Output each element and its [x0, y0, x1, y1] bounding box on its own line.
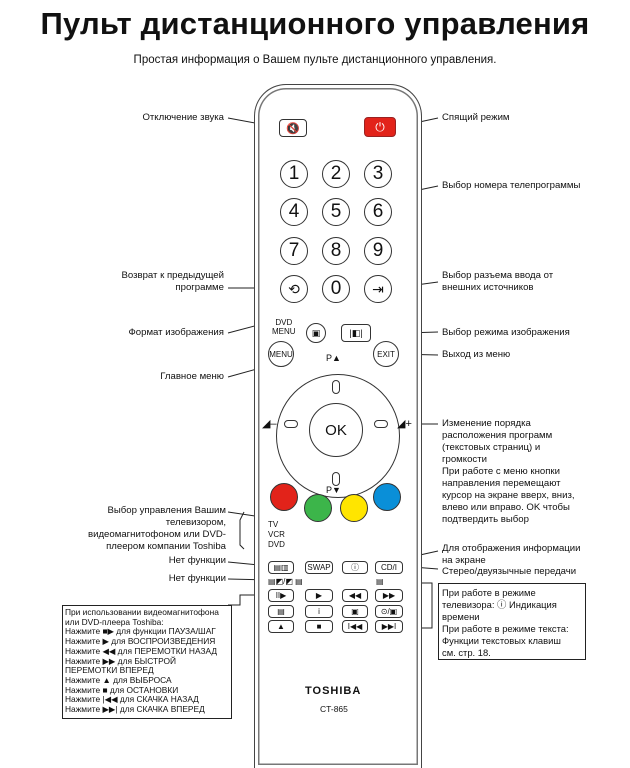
- number-8-button[interactable]: 8: [322, 237, 350, 265]
- input-icon: ⇥: [372, 280, 384, 297]
- model-label: CT-865: [320, 704, 348, 714]
- text-size-icon: ▣: [351, 607, 359, 616]
- label-navigation: Изменение порядка расположения программ …: [442, 418, 575, 525]
- stereo-button[interactable]: CD/I: [375, 561, 403, 574]
- page-subtitle: Простая информация о Вашем пульте дистан…: [133, 54, 497, 66]
- text-icons-row: ▤◩/◩ ▤: [268, 577, 303, 586]
- label-picture-format: Формат изображения: [128, 327, 224, 338]
- label-stereo: Стерео/двуязычные передачи: [442, 566, 577, 577]
- vcr-note: При использовании видеомагнитофона или D…: [65, 607, 219, 715]
- return-icon: ⟲: [288, 280, 300, 297]
- dvd-mode-label[interactable]: DVD: [268, 540, 285, 549]
- ok-button[interactable]: OK: [309, 403, 363, 457]
- label-channel-select: Выбор номера телепрограммы: [442, 180, 581, 191]
- mute-button[interactable]: 🔇: [279, 119, 307, 137]
- swap-button[interactable]: SWAP: [305, 561, 333, 574]
- rewind-icon: ◀◀: [348, 591, 362, 600]
- fast-forward-icon: ▶▶: [382, 591, 396, 600]
- label-no-function-1: Нет функции: [168, 555, 226, 566]
- stop-button[interactable]: ■: [305, 620, 333, 633]
- label-sleep: Спящий режим: [442, 112, 510, 123]
- left-arrow-button[interactable]: [284, 420, 298, 428]
- text-hold-icon: ▤: [277, 607, 285, 616]
- play-icon: ▶: [315, 591, 323, 600]
- pause-step-icon: II▶: [275, 591, 287, 600]
- tv-mode-label[interactable]: TV: [268, 520, 279, 529]
- blue-button[interactable]: [373, 483, 401, 511]
- number-9-button[interactable]: 9: [364, 237, 392, 265]
- picture-mode-icon: |◧|: [349, 327, 363, 338]
- text-mode-button[interactable]: ▤▥: [268, 561, 294, 574]
- text-reveal-icon: ▤: [376, 577, 384, 586]
- return-button[interactable]: ⟲: [280, 275, 308, 303]
- text-size-button[interactable]: ▣: [342, 605, 368, 618]
- input-select-button[interactable]: ⇥: [364, 275, 392, 303]
- up-arrow-button[interactable]: [332, 380, 340, 394]
- down-arrow-button[interactable]: [332, 472, 340, 486]
- number-5-button[interactable]: 5: [322, 198, 350, 226]
- vcr-note-box: При использовании видеомагнитофона или D…: [62, 605, 232, 719]
- tv-mode-note-box: При работе в режиме телевизора: ⓘ Индика…: [438, 583, 586, 660]
- number-7-button[interactable]: 7: [280, 237, 308, 265]
- clock-icon: ⊙/▣: [380, 607, 398, 616]
- skip-back-button[interactable]: I◀◀: [342, 620, 368, 633]
- skip-back-icon: I◀◀: [347, 622, 363, 631]
- p-down-label: P▼: [326, 485, 341, 495]
- fast-forward-button[interactable]: ▶▶: [375, 589, 403, 602]
- stop-icon: ■: [316, 622, 322, 631]
- page-title: Пульт дистанционного управления: [40, 6, 590, 41]
- volume-up-icon: ◢+: [397, 418, 412, 430]
- number-2-button[interactable]: 2: [322, 160, 350, 188]
- play-button[interactable]: ▶: [305, 589, 333, 602]
- label-picture-mode: Выбор режима изображения: [442, 327, 570, 338]
- pause-step-button[interactable]: II▶: [268, 589, 294, 602]
- number-4-button[interactable]: 4: [280, 198, 308, 226]
- menu-button[interactable]: MENU: [268, 341, 294, 367]
- skip-forward-button[interactable]: ▶▶I: [375, 620, 403, 633]
- power-icon: ⏻: [375, 119, 385, 134]
- sleep-button[interactable]: ⏻: [364, 117, 396, 137]
- number-6-button[interactable]: 6: [364, 198, 392, 226]
- clock-button[interactable]: ⊙/▣: [375, 605, 403, 618]
- volume-down-icon: ◢–: [262, 418, 277, 430]
- p-up-label: P▲: [326, 353, 341, 363]
- tv-mode-note: При работе в режиме телевизора: ⓘ Индика…: [442, 587, 569, 658]
- mute-icon: 🔇: [286, 122, 300, 135]
- number-1-button[interactable]: 1: [280, 160, 308, 188]
- label-info-display: Для отображения информации на экране: [442, 543, 581, 566]
- label-no-function-2: Нет функции: [168, 573, 226, 584]
- label-device-select: Выбор управления Вашим телевизором, виде…: [88, 505, 226, 552]
- info-icon: ⓘ: [351, 563, 359, 572]
- label-input-select: Выбор разъема ввода от внешних источнико…: [442, 270, 554, 293]
- green-button[interactable]: [304, 494, 332, 522]
- label-exit: Выход из меню: [442, 349, 511, 360]
- brand-logo: TOSHIBA: [305, 685, 362, 697]
- right-arrow-button[interactable]: [374, 420, 388, 428]
- dvd-menu-label: DVD MENU: [272, 318, 296, 336]
- picture-format-icon: ▣: [311, 327, 321, 338]
- label-mute: Отключение звука: [142, 112, 224, 123]
- eject-icon: ▲: [277, 622, 285, 631]
- text-hold-button[interactable]: ▤: [268, 605, 294, 618]
- label-main-menu: Главное меню: [160, 371, 224, 382]
- skip-forward-icon: ▶▶I: [381, 622, 397, 631]
- number-0-button[interactable]: 0: [322, 275, 350, 303]
- rewind-button[interactable]: ◀◀: [342, 589, 368, 602]
- text-index-icon: i: [318, 607, 320, 616]
- yellow-button[interactable]: [340, 494, 368, 522]
- red-button[interactable]: [270, 483, 298, 511]
- number-3-button[interactable]: 3: [364, 160, 392, 188]
- text-icon: ▤▥: [273, 563, 289, 572]
- picture-format-button[interactable]: ▣: [306, 323, 326, 343]
- text-index-button[interactable]: i: [305, 605, 333, 618]
- picture-mode-button[interactable]: |◧|: [341, 324, 371, 342]
- label-return-prev: Возврат к предыдущей программе: [121, 270, 224, 293]
- vcr-mode-label[interactable]: VCR: [268, 530, 285, 539]
- exit-button[interactable]: EXIT: [373, 341, 399, 367]
- info-button[interactable]: ⓘ: [342, 561, 368, 574]
- eject-button[interactable]: ▲: [268, 620, 294, 633]
